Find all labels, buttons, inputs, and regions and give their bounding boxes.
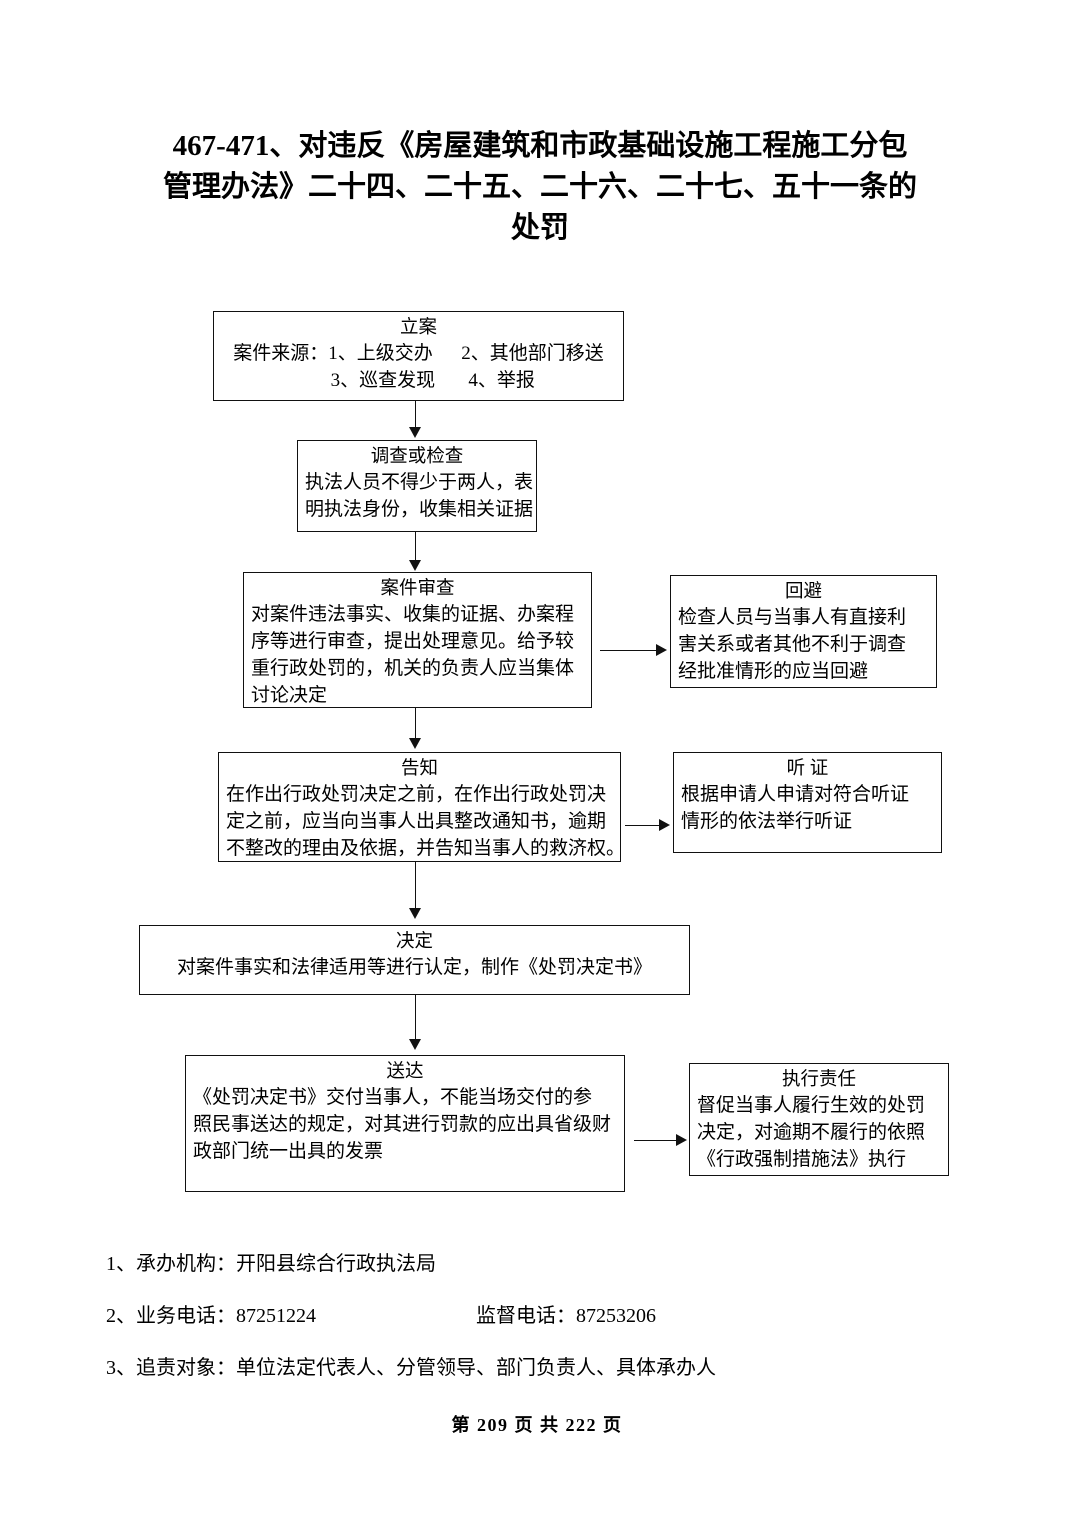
flow-node-hearing-title: 听 证 [786,759,829,779]
page-number-footer: 第 209 页 共 222 页 [451,1415,623,1435]
flow-node-case-review: 案件审查 对案件违法事实、收集的证据、办案程 序等进行审查，提出处理意见。给予较… [243,572,592,708]
note-supervision-label: 监督电话： [476,1305,576,1327]
flow-node-case-review-line-4: 讨论决定 [251,684,328,706]
connector-investigation-to-review [415,532,416,562]
flow-node-case-review-line-3: 重行政处罚的，机关的负责人应当集体 [251,657,575,679]
flow-node-decision: 决定 对案件事实和法律适用等进行认定，制作《处罚决定书》 [139,925,690,995]
note-agency-value: 开阳县综合行政执法局 [236,1253,436,1275]
flow-node-enforcement-body: 督促当事人履行生效的处罚 决定，对逾期不履行的依照 《行政强制措施法》执行 [697,1093,941,1174]
arrowhead-decision-to-service [409,1039,421,1050]
note-accountability-value: 单位法定代表人、分管领导、部门负责人、具体承办人 [236,1357,716,1379]
note-phone: 2、业务电话：87251224 监督电话：87253206 [106,1303,656,1329]
flow-node-notification-body: 在作出行政处罚决定之前，在作出行政处罚决 定之前，应当向当事人出具整改通知书，逾… [226,782,626,863]
flow-node-recusal-title: 回避 [784,582,822,602]
flow-node-decision-body: 对案件事实和法律适用等进行认定，制作《处罚决定书》 [147,955,682,982]
flow-node-service-line-1: 《处罚决定书》交付当事人，不能当场交付的参 [193,1086,593,1108]
note-agency: 1、承办机构：开阳县综合行政执法局 [106,1251,436,1277]
note-agency-label: 承办机构： [136,1253,236,1275]
page-title-line-2: 管理办法》二十四、二十五、二十六、二十七、五十一条的 [162,171,917,204]
note-phone-index: 2、 [106,1305,136,1327]
flow-node-hearing: 听 证 根据申请人申请对符合听证 情形的依法举行听证 [673,752,942,853]
note-phone-label: 业务电话： [136,1305,236,1327]
flow-node-filing-body: 案件来源：1、上级交办 2、其他部门移送 3、巡查发现 4、举报 [221,341,616,395]
flow-node-case-review-body: 对案件违法事实、收集的证据、办案程 序等进行审查，提出处理意见。给予较 重行政处… [251,602,584,710]
flow-node-service-title: 送达 [386,1062,424,1082]
flow-node-notification-line-1: 在作出行政处罚决定之前，在作出行政处罚决 [226,783,607,805]
page-title-line-1: 467-471、对违反《房屋建筑和市政基础设施工程施工分包 [172,130,908,162]
flow-node-recusal: 回避 检查人员与当事人有直接利 害关系或者其他不利于调查 经批准情形的应当回避 [670,575,937,688]
page-title-line-3: 处罚 [510,212,569,245]
connector-review-to-notification [415,708,416,740]
flow-node-filing-line-1: 案件来源：1、上级交办 2、其他部门移送 [233,342,604,364]
flow-node-notification: 告知 在作出行政处罚决定之前，在作出行政处罚决 定之前，应当向当事人出具整改通知… [218,752,626,863]
flow-node-service-line-2: 照民事送达的规定，对其进行罚款的应出具省级财 [193,1113,612,1135]
flow-node-filing-line-2: 3、巡查发现 4、举报 [302,369,535,391]
arrowhead-investigation-to-review [409,560,421,571]
note-agency-index: 1、 [106,1253,136,1275]
connector-notification-to-hearing [625,825,661,826]
connector-notification-to-decision [415,862,416,910]
flow-node-notification-line-3: 不整改的理由及依据，并告知当事人的救济权。 [226,837,626,859]
arrowhead-notification-to-decision [409,908,421,919]
flow-node-enforcement-line-1: 督促当事人履行生效的处罚 [697,1094,926,1116]
flow-node-notification-title: 告知 [400,759,438,779]
flow-node-recusal-line-3: 经批准情形的应当回避 [678,660,869,682]
arrowhead-filing-to-investigation [409,427,421,438]
note-phone-value: 87251224 [236,1305,316,1327]
connector-filing-to-investigation [415,401,416,429]
flow-node-enforcement-line-2: 决定，对逾期不履行的依照 [697,1121,926,1143]
flow-node-hearing-line-2: 情形的依法举行听证 [681,810,853,832]
page-title: 467-471、对违反《房屋建筑和市政基础设施工程施工分包 管理办法》二十四、二… [150,126,930,250]
flow-node-enforcement: 执行责任 督促当事人履行生效的处罚 决定，对逾期不履行的依照 《行政强制措施法》… [689,1063,949,1176]
arrowhead-review-to-recusal [656,644,667,656]
flow-node-case-review-line-2: 序等进行审查，提出处理意见。给予较 [251,630,575,652]
flow-node-case-review-line-1: 对案件违法事实、收集的证据、办案程 [251,603,575,625]
flow-node-enforcement-line-3: 《行政强制措施法》执行 [697,1148,907,1170]
flow-node-investigation-line-2: 明执法身份，收集相关证据 [305,498,534,520]
flow-node-recusal-line-2: 害关系或者其他不利于调查 [678,633,907,655]
flow-node-decision-line-1: 对案件事实和法律适用等进行认定，制作《处罚决定书》 [176,956,652,978]
note-supervision-value: 87253206 [576,1305,656,1327]
flow-node-hearing-body: 根据申请人申请对符合听证 情形的依法举行听证 [681,782,934,836]
flow-node-service: 送达 《处罚决定书》交付当事人，不能当场交付的参 照民事送达的规定，对其进行罚款… [185,1055,625,1192]
note-accountability-index: 3、 [106,1357,136,1379]
connector-service-to-enforcement [634,1140,678,1141]
flow-node-notification-line-2: 定之前，应当向当事人出具整改通知书，逾期 [226,810,607,832]
flow-node-service-line-3: 政部门统一出具的发票 [193,1140,384,1162]
flow-node-filing: 立案 案件来源：1、上级交办 2、其他部门移送 3、巡查发现 4、举报 [213,311,624,401]
flow-node-investigation-body: 执法人员不得少于两人，表 明执法身份，收集相关证据 [305,470,534,524]
flow-node-investigation-line-1: 执法人员不得少于两人，表 [305,471,534,493]
note-accountability: 3、追责对象：单位法定代表人、分管领导、部门负责人、具体承办人 [106,1355,716,1381]
connector-decision-to-service [415,995,416,1041]
flow-node-decision-title: 决定 [395,932,433,952]
flow-node-investigation: 调查或检查 执法人员不得少于两人，表 明执法身份，收集相关证据 [297,440,537,532]
flow-node-enforcement-title: 执行责任 [781,1070,856,1090]
flow-node-recusal-line-1: 检查人员与当事人有直接利 [678,606,907,628]
flow-node-filing-title: 立案 [399,318,437,338]
arrowhead-review-to-notification [409,738,421,749]
flow-node-investigation-title: 调查或检查 [370,447,464,467]
flow-node-service-body: 《处罚决定书》交付当事人，不能当场交付的参 照民事送达的规定，对其进行罚款的应出… [193,1085,617,1166]
flow-node-case-review-title: 案件审查 [380,579,455,599]
arrowhead-service-to-enforcement [676,1134,687,1146]
flow-node-recusal-body: 检查人员与当事人有直接利 害关系或者其他不利于调查 经批准情形的应当回避 [678,605,929,686]
connector-review-to-recusal [600,650,658,651]
flow-node-hearing-line-1: 根据申请人申请对符合听证 [681,783,910,805]
arrowhead-notification-to-hearing [659,819,670,831]
note-accountability-label: 追责对象： [136,1357,236,1379]
